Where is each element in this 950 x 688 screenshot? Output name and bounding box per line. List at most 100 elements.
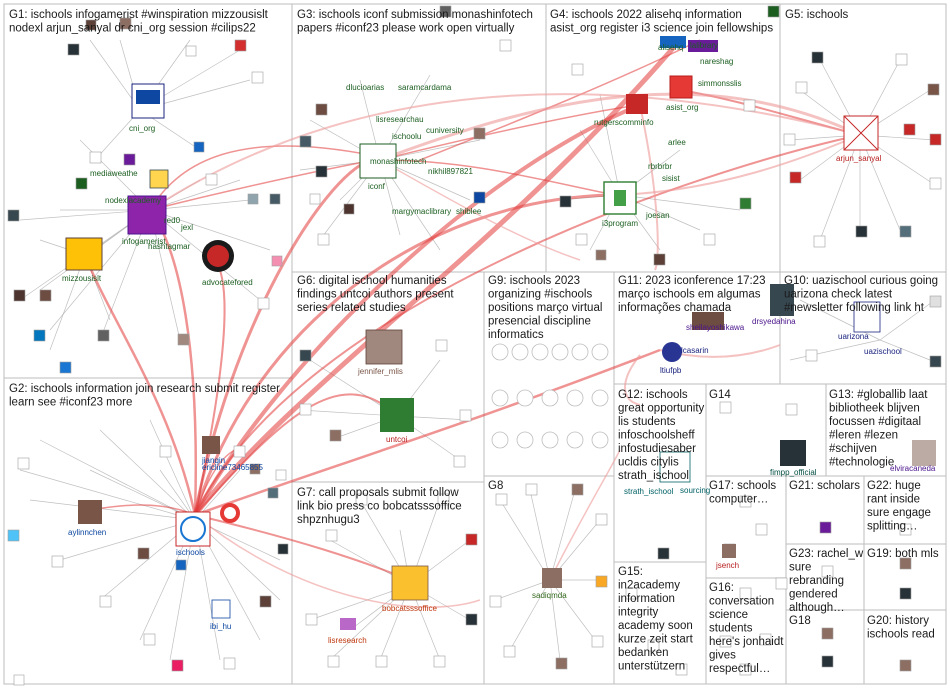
node-label-mediaweather: mediaweathe [90,169,138,178]
node-label-sadiqmda: sadiqmda [532,591,567,600]
group-title-line: gendered [789,589,838,601]
group-title-line: presencial discipline [488,316,591,328]
node-label-ischools: ischools [176,548,205,557]
nodexlacademy-node [149,169,169,189]
node-label-i3program: i3program [602,219,638,228]
group-title-line: G13: #globallib laat [829,389,928,401]
group-title-line: asist_org register i3 science join fello… [550,23,773,35]
ibi-hu-node [211,599,231,619]
node-label-drsyedahina: drsyedahina [752,317,796,326]
node-label-nareshag: nareshag [700,57,733,66]
group-title-line: here's jonhaidt [709,636,784,648]
node-label-bobcatsssoffice: bobcatsssoffice [382,604,438,613]
group-title-line: G12: ischools [618,389,688,401]
uarizona-node [853,301,881,333]
group-box-g1 [3,3,293,379]
fimpp-official-node [780,440,806,466]
group-title-line: science [709,609,748,621]
group-title-line: informatics [488,329,544,341]
group-title-line: academy soon [618,620,693,632]
group-title-g5: G5: ischools [785,9,849,21]
node-label-jennifer-mlis: jennifer_mlis [357,367,403,376]
untcoi-node [380,398,414,432]
group-title-line: infostudiesaber [618,443,696,455]
group-title-line: G17: schools [709,480,776,492]
node-label-advocatefored: advocatefored [202,278,253,287]
jianqin-node [202,436,220,454]
node-label-cni-org: cni_org [129,124,155,133]
node-label-ibi-hu: ibi_hu [210,622,231,631]
group-title-line: G2: ischools information join research s… [9,383,280,395]
group-title-line: G14 [709,389,731,401]
group-title-line: ischools read [867,629,935,641]
group-title-line: although… [789,602,845,614]
group-title-g17: G17: schools computer… [709,480,776,506]
lalibrary-node [688,40,718,52]
node-label-ischoolu: ischoolu [392,132,421,141]
node-label-untcoi: untcoi [386,435,408,444]
node-label-jsench: jsench [715,561,739,570]
group-title-line: organizing #ischools [488,289,592,301]
group-title-line: gives [709,650,736,662]
group-title-line: G6: digital ischool humanities [297,275,447,287]
group-title-line: G4: ischools 2022 alisehq information [550,9,742,21]
infogamerist-node [127,195,167,235]
group-title-line: G19: both mls [867,548,939,560]
group-title-line: março ischools em algumas [618,289,761,301]
asist-org-node [669,75,693,99]
group-title-line: computer… [709,494,768,506]
node-label-red0: red0 [164,216,181,225]
group-title-line: conversation [709,596,774,608]
jennifer-mlis-node [365,329,403,365]
group-title-line: kurze zeit start [618,634,694,646]
jsench-node [722,544,736,558]
aylinnchen-node [78,500,102,524]
group-title-line: G5: ischools [785,9,849,21]
group-title-line: G16: [709,582,734,594]
group-title-line: shpznhugu3 [297,514,360,526]
group-title-line: G18 [789,615,811,627]
sci-node [626,94,648,114]
node-label-sisist: sisist [662,174,681,183]
node-label-strath-ischool: strath_ischool [624,487,674,496]
group-title-line: integrity [618,607,659,619]
group-title-line: G10: uazischool curious going [784,275,938,287]
strath-ischool-node [659,451,691,483]
sheilayoshikawa-node [692,312,724,330]
group-title-line: focussen #digitaal [829,416,921,428]
group-title-line: #technologie [829,457,894,469]
group-title-g1: G1: ischools infogamerist #winspiration … [9,9,269,35]
node-label-sheilayoshikawa: sheilayoshikawa [686,323,745,332]
elviracaneda-node [912,440,936,466]
group-title-line: G8 [488,480,503,492]
node-label-saramcardama: saramcardama [398,83,452,92]
group-title-g18: G18 [789,615,811,627]
group-title-line: #schijven [829,443,877,455]
node-label-shiblee: shiblee [456,207,482,216]
group-title-line: G3: ischools iconf submission monashinfo… [297,9,533,21]
mizzousislt-node [65,237,103,271]
hub-nodes [65,36,936,630]
ltiufpb-node [662,342,682,362]
bobcatsssoffice-node [391,565,429,601]
group-titles: G1: ischools infogamerist #winspiration … [9,9,939,675]
group-title-g4: G4: ischools 2022 alisehq information asi… [550,9,773,35]
group-title-g2: G2: ischools information join research s… [9,383,280,409]
group-title-g3: G3: ischools iconf submission monashinfo… [297,9,533,35]
group-box-g20 [863,609,947,685]
group-title-line: ucldis citylis [618,457,679,469]
group-title-g14: G14 [709,389,731,401]
node-label-fimpp-official: fimpp_official [770,468,817,477]
alisehq-node [660,36,686,48]
group-box-g23 [785,543,865,611]
node-label-nikhil897821: nikhil897821 [428,167,473,176]
group-title-line: great opportunity [618,403,705,415]
group-title-line: #leren #lezen [829,430,898,442]
group-title-line: informações chamada [618,302,732,314]
